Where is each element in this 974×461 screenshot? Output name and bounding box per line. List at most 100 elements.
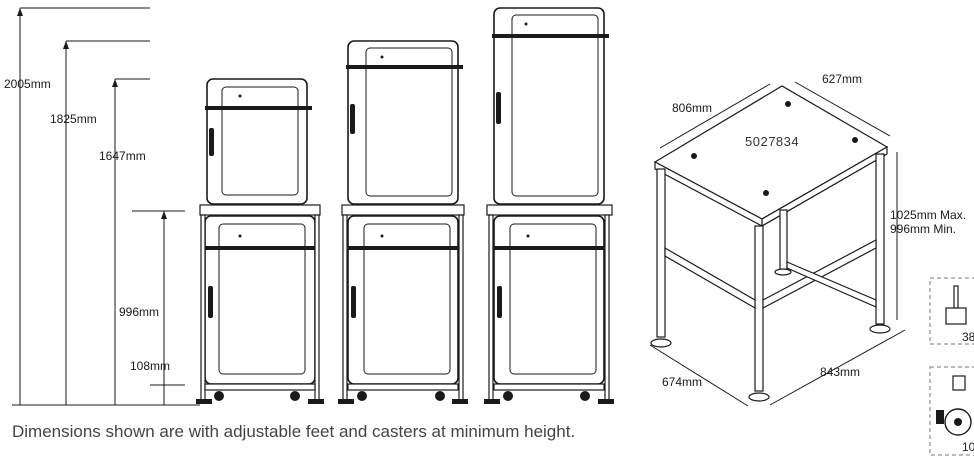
dim-627-line xyxy=(794,81,891,137)
stand-foot-4 xyxy=(774,268,792,276)
stand-2-foot-left xyxy=(338,399,354,404)
stand-1-foot-left xyxy=(196,399,212,404)
stand-3-base xyxy=(493,383,605,391)
caption-text: Dimensions shown are with adjustable fee… xyxy=(12,422,576,441)
stand-3-right-leg xyxy=(604,214,610,401)
iso-stand: 5027834 806mm 627mm 1025mm Max. xyxy=(649,72,966,407)
cabinet-stack-2 xyxy=(338,40,468,404)
top-unit-3 xyxy=(493,7,605,205)
dim-806-label: 806mm xyxy=(672,101,712,115)
lower-unit-2-handle xyxy=(351,286,356,318)
cabinet-stack-1 xyxy=(196,78,324,404)
lower-unit-3-door xyxy=(509,223,597,375)
top-unit-2-band xyxy=(346,65,463,69)
stand-foot-2 xyxy=(748,392,770,402)
dim-996-arrowhead xyxy=(161,211,167,219)
stand-brace-back xyxy=(786,261,877,308)
stand-model-number: 5027834 xyxy=(745,134,799,149)
lower-unit-1-indicator xyxy=(238,234,242,238)
lower-unit-2-band xyxy=(346,246,460,250)
dim-1825-label: 1825mm xyxy=(50,112,97,126)
mount-hole-1 xyxy=(691,153,697,159)
stand-shelf-3 xyxy=(486,204,613,216)
stand-3-caster-b xyxy=(580,391,590,401)
dim-627-label: 627mm xyxy=(822,72,862,86)
stand-top-side-edge xyxy=(761,145,888,228)
inset-foot-value: 38 xyxy=(962,330,974,344)
top-unit-1 xyxy=(206,78,308,205)
top-unit-1-indicator xyxy=(238,94,242,98)
lower-unit-1-band xyxy=(203,246,317,250)
top-unit-3-handle xyxy=(496,92,501,124)
top-unit-2-handle xyxy=(350,104,355,134)
stand-2-base xyxy=(347,383,459,391)
stand-foot-3 xyxy=(869,324,891,334)
stand-1-left-leg xyxy=(200,214,206,401)
dim-2005-label: 2005mm xyxy=(4,77,51,91)
stand-3-foot-right xyxy=(598,399,614,404)
stand-brace-right xyxy=(762,239,877,309)
lower-unit-3-band xyxy=(492,246,606,250)
lower-unit-2-indicator xyxy=(380,234,384,238)
lower-unit-1-handle xyxy=(208,286,213,318)
stand-3-foot-left xyxy=(484,399,500,404)
dim-height-min-label: 996mm Min. xyxy=(890,222,956,236)
stand-1-caster-a xyxy=(214,391,224,401)
dim-1825-arrowhead xyxy=(63,41,69,49)
stand-shelf-1 xyxy=(199,204,321,216)
lower-unit-3-indicator xyxy=(526,234,530,238)
top-unit-1-band xyxy=(205,106,312,110)
lower-unit-3-handle xyxy=(497,286,502,318)
inset-caster-value: 10 xyxy=(962,440,974,454)
inset-foot-body xyxy=(945,307,967,325)
stand-1-caster-b xyxy=(290,391,300,401)
top-unit-3-indicator xyxy=(524,22,528,26)
inset-caster-mount xyxy=(952,375,966,391)
lower-unit-1 xyxy=(204,215,316,385)
inset-foot-stem xyxy=(953,285,959,309)
top-unit-2-door xyxy=(365,47,453,197)
dim-843-label: 843mm xyxy=(820,365,860,379)
stand-3-left-leg xyxy=(488,214,494,401)
top-unit-1-handle xyxy=(209,128,214,156)
stand-3-caster-a xyxy=(503,391,513,401)
top-unit-1-door xyxy=(221,86,299,196)
stand-2-right-leg xyxy=(458,214,464,401)
dim-806-line xyxy=(659,83,771,149)
inset-foot-box xyxy=(929,277,974,345)
stand-brace-front xyxy=(664,246,756,310)
dim-996-label: 996mm xyxy=(119,305,159,319)
lower-unit-1-door xyxy=(218,223,306,375)
mount-hole-2 xyxy=(785,101,791,107)
stand-1-base xyxy=(204,383,316,391)
top-unit-2 xyxy=(347,40,459,205)
height-dimensions: 2005mm 1825mm 1647mm 996mm 108mm xyxy=(4,7,200,406)
stand-1-right-leg xyxy=(314,214,320,401)
stand-leg-front-right xyxy=(754,225,764,392)
stand-leg-front-left xyxy=(656,168,666,338)
inset-caster-hub xyxy=(954,418,962,426)
inset-caster-box xyxy=(929,366,974,456)
cabinet-stack-3 xyxy=(484,7,614,404)
stand-leg-back-right xyxy=(875,153,885,325)
dim-843-line xyxy=(769,329,906,406)
dim-674-line xyxy=(649,344,749,407)
dim-1647-label: 1647mm xyxy=(99,149,146,163)
mount-hole-3 xyxy=(852,137,858,143)
stand-2-caster-b xyxy=(435,391,445,401)
stand-2-foot-right xyxy=(452,399,468,404)
top-unit-3-band xyxy=(492,34,609,38)
dim-1647-arrowhead xyxy=(112,79,118,87)
lower-unit-2-door xyxy=(363,223,451,375)
top-unit-3-door xyxy=(511,14,599,197)
dim-674-label: 674mm xyxy=(662,375,702,389)
mount-hole-4 xyxy=(763,190,769,196)
stand-shelf-2 xyxy=(341,204,465,216)
top-unit-2-indicator xyxy=(380,55,384,59)
stand-2-left-leg xyxy=(342,214,348,401)
stand-2-caster-a xyxy=(357,391,367,401)
dim-height-max-label: 1025mm Max. xyxy=(890,208,966,222)
inset-details: 38 10 xyxy=(929,277,974,456)
